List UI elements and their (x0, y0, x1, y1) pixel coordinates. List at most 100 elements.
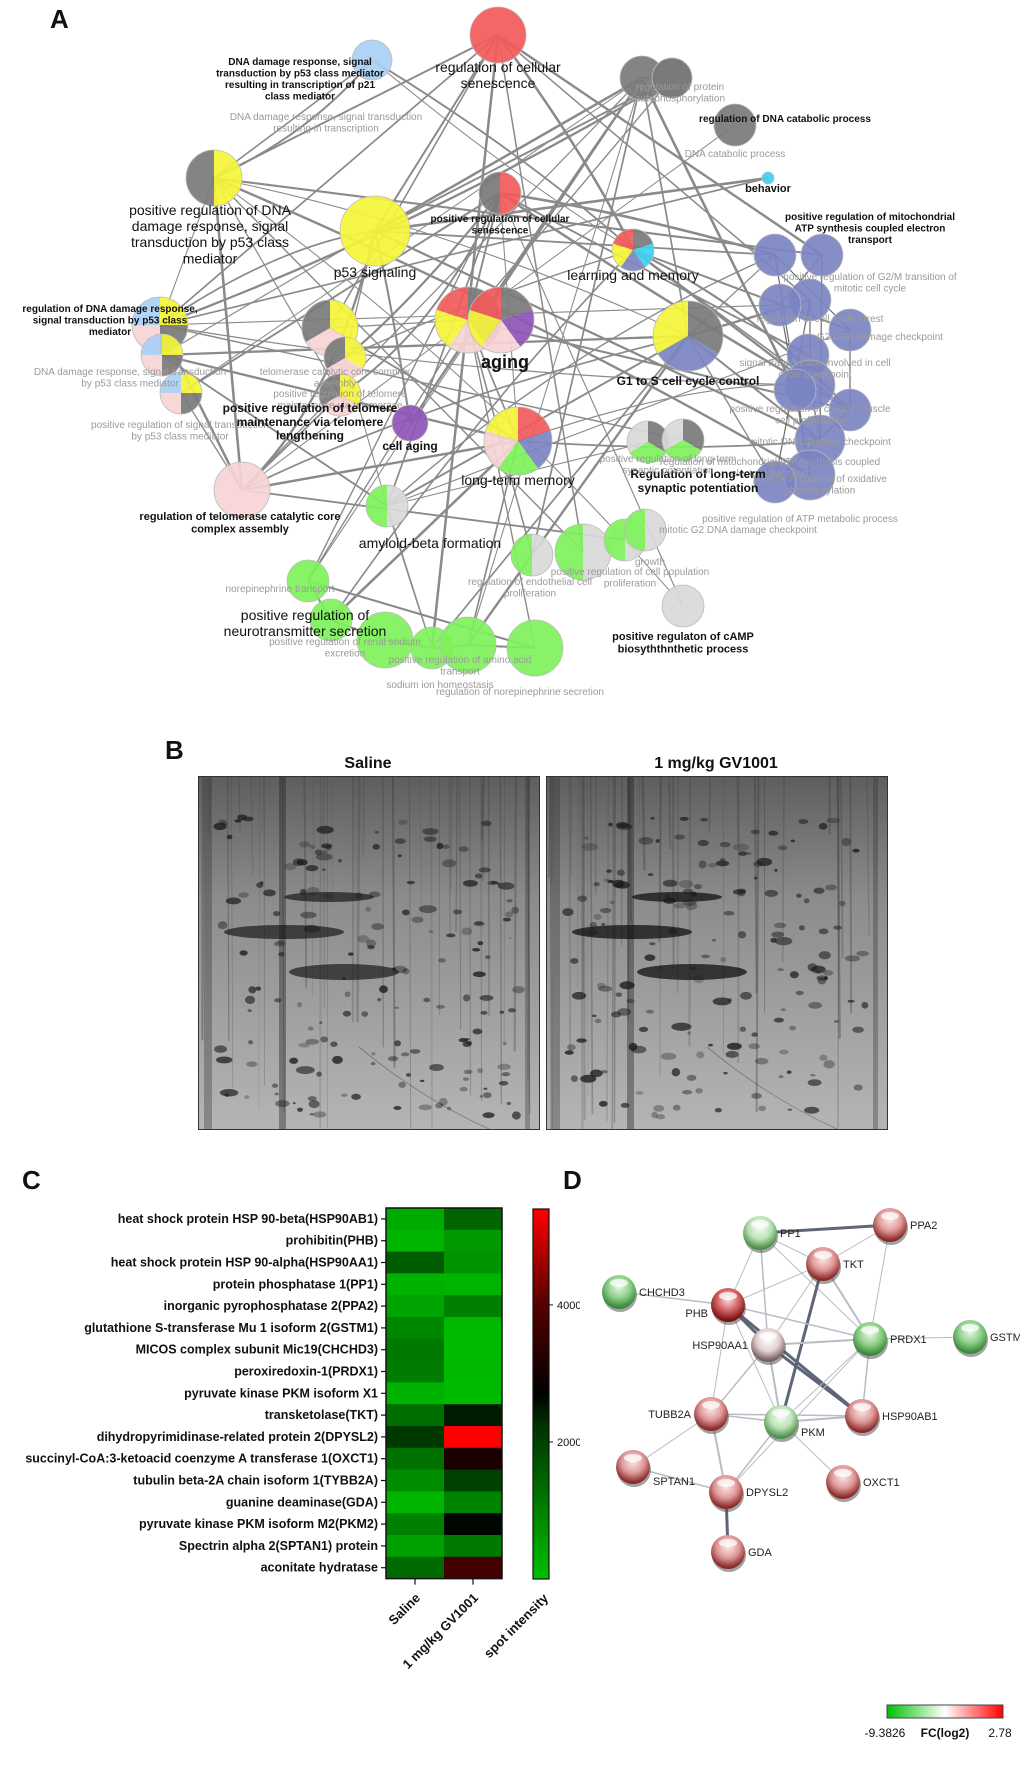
go-node-ne-sec[interactable] (507, 620, 563, 676)
heatmap-cell[interactable] (386, 1252, 444, 1274)
go-node-learning[interactable] (612, 229, 654, 271)
heatmap-cell[interactable] (444, 1448, 502, 1470)
heatmap-cell[interactable] (386, 1273, 444, 1295)
heatmap-cell[interactable] (444, 1361, 502, 1383)
heatmap-cell[interactable] (386, 1230, 444, 1252)
gel-spot (584, 929, 597, 935)
gel-spot (774, 923, 786, 929)
go-label-aging: aging (481, 352, 529, 372)
go-node-pos-dna-dmg[interactable] (186, 150, 242, 206)
gel-spot (778, 845, 788, 850)
heatmap-cell[interactable] (386, 1470, 444, 1492)
heatmap-cell[interactable] (444, 1273, 502, 1295)
protein-node-tkt[interactable]: TKT (806, 1247, 864, 1284)
protein-node-gstm1[interactable]: GSTM1 (953, 1320, 1020, 1357)
gel-spot (819, 928, 829, 934)
go-node-g2m1[interactable] (754, 234, 796, 276)
heatmap-cell[interactable] (444, 1317, 502, 1339)
heatmap-cell[interactable] (444, 1513, 502, 1535)
gel-spot (593, 914, 601, 920)
heatmap-cell[interactable] (386, 1295, 444, 1317)
protein-node-gda[interactable]: GDA (711, 1535, 773, 1572)
gel-streak (551, 777, 552, 1129)
gel-spot (688, 1031, 691, 1034)
heatmap-cell[interactable] (386, 1382, 444, 1404)
go-node-senescence[interactable] (470, 7, 526, 63)
heatmap-cell[interactable] (386, 1426, 444, 1448)
heatmap-cell[interactable] (444, 1470, 502, 1492)
gel-title-saline: Saline (198, 755, 538, 773)
go-node-telo-asm[interactable] (214, 462, 270, 518)
gel-spot (321, 843, 332, 848)
heatmap-cell[interactable] (444, 1491, 502, 1513)
heatmap-cell[interactable] (386, 1404, 444, 1426)
go-node-dna-catab[interactable] (714, 104, 756, 146)
go-node-aging-2[interactable] (468, 287, 534, 353)
gel-spot (852, 849, 859, 853)
gel-spot (248, 1040, 253, 1044)
protein-node-pkm[interactable]: PKM (764, 1405, 825, 1442)
heatmap-cell[interactable] (386, 1448, 444, 1470)
protein-node-phb[interactable]: PHB (685, 1288, 746, 1325)
go-node-amyloid[interactable] (366, 485, 408, 527)
gel-spot (483, 1088, 487, 1090)
gel-spot (293, 1102, 296, 1104)
heatmap-cell[interactable] (444, 1535, 502, 1557)
go-node-p53[interactable] (340, 196, 410, 266)
protein-node-oxct1[interactable]: OXCT1 (826, 1465, 900, 1502)
protein-node-sptan1[interactable]: SPTAN1 (616, 1450, 695, 1488)
gel-spot (511, 907, 519, 914)
go-node-ltm[interactable] (484, 407, 552, 475)
node-highlight (719, 1292, 737, 1300)
heatmap-row-label: prohibitin(PHB) (286, 1234, 378, 1248)
heatmap-cell[interactable] (386, 1339, 444, 1361)
heatmap-chart: heat shock protein HSP 90-beta(HSP90AB1)… (0, 1160, 580, 1681)
protein-node-prdx1[interactable]: PRDX1 (853, 1322, 927, 1359)
gel-spot (274, 998, 281, 1002)
heatmap-cell[interactable] (386, 1557, 444, 1579)
heatmap-cell[interactable] (444, 1230, 502, 1252)
gel-spot (861, 1002, 868, 1009)
heatmap-cell[interactable] (444, 1404, 502, 1426)
protein-node-chchd3[interactable]: CHCHD3 (602, 1275, 685, 1312)
go-node-ne-transport[interactable] (287, 560, 329, 602)
heatmap-cell[interactable] (444, 1382, 502, 1404)
heatmap-cell[interactable] (444, 1339, 502, 1361)
gel-streak (669, 777, 670, 849)
protein-node-hsp90ab1[interactable]: HSP90AB1 (845, 1399, 938, 1436)
go-node-pos-senescence[interactable] (479, 172, 521, 214)
go-node-camp[interactable] (662, 585, 704, 627)
heatmap-cell[interactable] (444, 1426, 502, 1448)
fc-axis-label: FC(log2) (921, 1726, 970, 1740)
heatmap-row-label: pyruvate kinase PKM isoform X1 (184, 1386, 378, 1400)
heatmap-cell[interactable] (386, 1491, 444, 1513)
gel-spot (671, 1023, 691, 1031)
gel-spot (307, 887, 320, 895)
heatmap-cell[interactable] (386, 1317, 444, 1339)
protein-node-dpysl2[interactable]: DPYSL2 (709, 1475, 788, 1512)
go-node-endo[interactable] (511, 534, 553, 576)
heatmap-cell[interactable] (386, 1535, 444, 1557)
go-node-mito-atp[interactable] (801, 234, 843, 276)
gel-spot (728, 998, 732, 1002)
heatmap-cell[interactable] (444, 1295, 502, 1317)
gel-spot (582, 843, 598, 851)
heatmap-cell[interactable] (444, 1557, 502, 1579)
protein-node-tubb2a[interactable]: TUBB2A (648, 1397, 729, 1434)
heatmap-cell[interactable] (386, 1208, 444, 1230)
go-node-g1s[interactable] (653, 301, 723, 371)
go-label-ne-transport: norepinephrine transport (226, 584, 335, 595)
gel-spot (375, 831, 379, 833)
gel-spot (796, 991, 804, 995)
heatmap-cell[interactable] (386, 1361, 444, 1383)
heatmap-cell[interactable] (444, 1208, 502, 1230)
protein-node-hsp90aa1[interactable]: HSP90AA1 (692, 1328, 786, 1365)
protein-node-ppa2[interactable]: PPA2 (873, 1208, 937, 1245)
gel-spot (727, 1043, 742, 1050)
heatmap-cell[interactable] (444, 1252, 502, 1274)
heatmap-cell[interactable] (386, 1513, 444, 1535)
gel-spot (464, 1070, 473, 1074)
gel-spot (758, 1106, 766, 1112)
protein-node-pp1[interactable]: PP1 (743, 1216, 801, 1253)
